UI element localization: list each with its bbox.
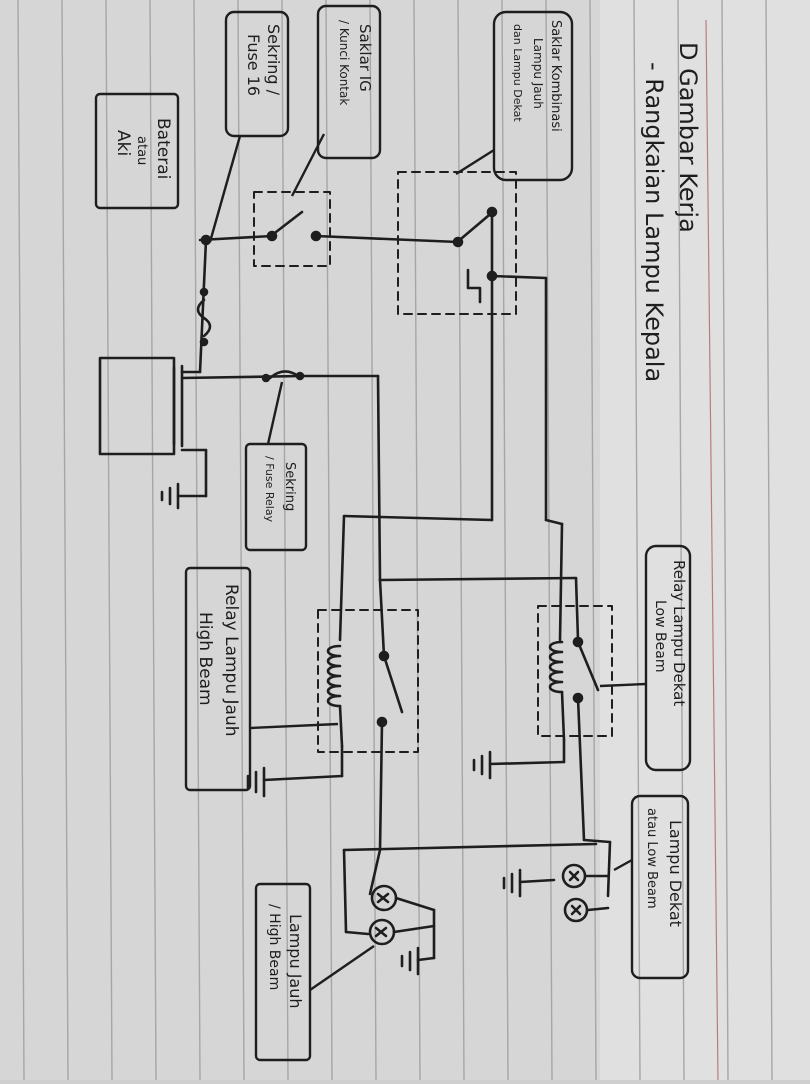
battery-label-line-2: atau <box>134 136 149 165</box>
ignition-label-line-2: / Kunci Kontak <box>337 20 351 105</box>
battery-label-line-1: Baterai <box>153 118 173 179</box>
relay-low-label-line-2: Low Beam <box>652 600 668 672</box>
combination-switch-label-line-3: dan Lampu Dekat <box>511 24 524 122</box>
fuse-relay-label-line-2: / Fuse Relay <box>263 456 276 523</box>
label-boxes <box>94 4 692 1062</box>
diagram-title: D Gambar Kerja <box>674 42 702 233</box>
fuse-label-line-1: Sekring / <box>264 24 283 96</box>
combination-switch-label-line-1: Saklar Kombinasi <box>548 20 563 132</box>
relay-high-label-line-2: High Beam <box>195 612 215 706</box>
lamp-high-label-line-2: / High Beam <box>266 904 282 990</box>
wires <box>98 171 613 976</box>
lamp-high-label-box <box>254 882 312 1062</box>
lamp-low-label-line-2: atau Low Beam <box>644 808 659 909</box>
margin-line <box>705 19 719 1081</box>
battery-label-line-3: Aki <box>113 130 133 156</box>
diagram-subtitle: - Rangkaian Lampu Kepala <box>640 62 668 382</box>
relay-low-label-line-1: Relay Lampu Dekat <box>670 560 688 706</box>
ignition-label-box <box>316 4 382 160</box>
combination-switch-label-box <box>492 10 574 182</box>
label-texts: Baterai atau Aki Sekring / Fuse 16 Sakla… <box>113 20 688 1009</box>
ignition-label-line-1: Saklar IG <box>356 24 374 92</box>
relay-low-label-box <box>644 544 692 772</box>
fuse-relay-label-box <box>244 442 308 552</box>
battery-label-box <box>94 92 180 210</box>
relay-high-label-line-1: Relay Lampu Jauh <box>221 584 241 737</box>
lamp-low-label-line-1: Lampu Dekat <box>666 820 685 927</box>
fuse-label-line-2: Fuse 16 <box>244 34 263 96</box>
fuse-relay-label-line-1: Sekring <box>282 462 297 511</box>
relay-high-label-box <box>184 566 252 792</box>
lamp-low-label-box <box>630 794 690 980</box>
ruled-lines <box>17 0 773 1081</box>
fuse-label-box <box>224 10 290 138</box>
combination-switch-label-line-2: Lampu Jauh <box>531 38 545 109</box>
lamp-high-label-line-1: Lampu Jauh <box>286 914 305 1009</box>
